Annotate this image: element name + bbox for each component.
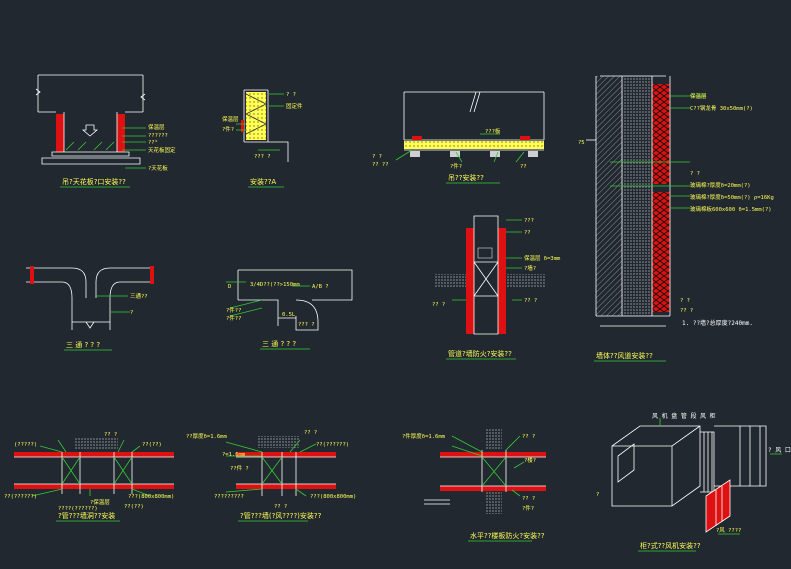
label-t1-a: 三通?? <box>130 292 148 300</box>
label-v-4: ?? ? <box>522 496 535 502</box>
label-v-2: ?? ? <box>522 434 535 440</box>
label-p2-4: ??(??????) <box>316 442 349 448</box>
label-t2-f: 0.5L <box>282 312 296 318</box>
label-t2-e: ?件?? <box>226 314 241 322</box>
label-f-1: ??? <box>524 218 534 224</box>
label-c1-c: ??° <box>148 140 158 146</box>
label-a-5: ??? ? <box>254 154 271 160</box>
label-p1-8: ??(??) <box>124 504 144 510</box>
label-fb-2: ? 风 口 <box>768 447 791 454</box>
title-wall-pass-1: ?管???墙洞??安装 <box>58 511 115 520</box>
label-h-2: ? ? <box>372 154 382 160</box>
label-a-4: ?件? <box>222 125 234 133</box>
label-p1-3: ??(??) <box>142 442 162 448</box>
label-c1-insulation: 保温层 <box>148 123 165 131</box>
detail-tee-2: 3/4D??(??>150mm D A/B ? ?件?? ?件?? 0.5L ?… <box>226 269 353 350</box>
detail-wall-pass-1: (?????) ?? ? ??(??) ?保温层 ??(??????) ???(… <box>4 432 174 522</box>
title-fire-wall: 管道?墙防火?安装?? <box>448 349 512 358</box>
label-p2-8: ?? ? <box>274 504 287 510</box>
title-tee-2: 三 通 ? ? ? <box>262 339 296 348</box>
detail-fire-wall: ??? ?? 保温层 δ=3mm ?墙? ?? ? ?? ? 管道?墙防火?安装… <box>432 215 561 360</box>
label-h-3: ?? ?? <box>372 162 389 168</box>
label-a-3: 保温层 <box>222 115 239 123</box>
label-w-1: 保温层 <box>690 92 707 100</box>
label-w-4: 玻璃棉?厚度δ=20mm(?) <box>690 181 751 189</box>
label-fb-3: ? <box>596 492 599 498</box>
title-wall-pass-2: ?管???墙(?风????)安装?? <box>240 511 322 520</box>
label-w-5: 玻璃棉?厚度δ=50mm(?) ρ=16Kg <box>690 193 774 201</box>
detail-a: ? ? 固定件 保温层 ?件? ??? ? 安装??A <box>222 89 303 188</box>
label-f-2: ?? <box>524 230 531 236</box>
label-c1-b: ?????? <box>148 133 168 139</box>
label-p1-6: ???(800x800mm) <box>128 494 174 500</box>
title-floor-pass: 水平??楼板防火?安装?? <box>470 531 545 540</box>
label-w-2: C??钢龙骨 30x50mm(?) <box>690 104 753 112</box>
label-h-5: ?? <box>520 164 527 170</box>
label-w-dim: ?5 <box>578 140 585 146</box>
title-tee-1: 三 通 ? ? ? <box>66 340 100 349</box>
label-h-4: ?件? <box>450 162 462 170</box>
label-v-3: ?楼? <box>524 456 536 464</box>
label-p2-3: ?? ? <box>304 430 317 436</box>
label-a-1: ? ? <box>286 92 296 98</box>
detail-hanger: ???板 ? ? ?? ?? ?件? ?? 吊??安装?? <box>372 91 545 184</box>
detail-fan-box: 风 机 盘 管 段 风 柜 ? 风 口 ? ?风 ???? 柜?式??风机安装?… <box>596 412 791 552</box>
label-t2-c: A/B ? <box>312 284 329 290</box>
label-fb-4: ?风 ???? <box>716 527 741 534</box>
label-t2-d: ?件?? <box>226 306 241 314</box>
label-f-6: ?? ? <box>432 302 445 308</box>
label-t1-b: ? <box>130 310 133 316</box>
detail-wall-duct: 保温层 C??钢龙骨 30x50mm(?) ? ? 玻璃棉?厚度δ=20mm(?… <box>578 75 774 362</box>
title-detail-a: 安装??A <box>250 177 276 186</box>
label-a-2: 固定件 <box>286 102 303 110</box>
label-f-5: ?? ? <box>524 298 537 304</box>
title-hanger: 吊??安装?? <box>448 173 484 182</box>
title-wall-duct: 墙体??风道安装?? <box>596 351 653 360</box>
label-p1-2: ?? ? <box>104 432 117 438</box>
detail-wall-pass-2: ??厚度δ=1.6mm ?=1.6mm ?? ? ??(??????) ??件 … <box>186 430 356 522</box>
label-fb-1: 风 机 盘 管 段 风 柜 <box>652 412 716 420</box>
detail-tee-1: 三通?? ? 三 通 ? ? ? <box>26 266 154 351</box>
label-t2-a: 3/4D??(??>150mm <box>250 282 300 288</box>
label-w-3: ? ? <box>690 171 700 177</box>
label-c1-ceiling-fix: 天花板固定 <box>148 146 176 154</box>
label-w-note: 1. ??墙?总厚度?240mm. <box>682 319 753 327</box>
label-p1-7: ????(??????) <box>58 506 98 512</box>
title-fan-box: 柜?式??风机安装?? <box>640 541 701 550</box>
label-t2-b: D <box>228 284 231 290</box>
label-f-3: 保温层 δ=3mm <box>524 254 561 262</box>
label-v-5: ?件? <box>522 504 534 512</box>
label-p2-1: ??厚度δ=1.6mm <box>186 432 227 440</box>
label-f-4: ?墙? <box>524 264 536 272</box>
label-c1-ceiling: ?天花板 <box>148 164 168 172</box>
label-p2-6: ????????? <box>214 494 244 500</box>
label-p2-2: ?=1.6mm <box>222 452 246 458</box>
label-p2-7: ???(800x800mm) <box>310 494 356 500</box>
title-ceiling-outlet: 吊?天花板?口安装?? <box>62 177 126 186</box>
detail-ceiling-outlet: 保温层 ?????? ??° 天花板固定 ?天花板 吊?天花板?口安装?? <box>35 74 176 188</box>
label-t2-g: ??? ? <box>298 322 315 328</box>
label-p1-4: ?保温层 <box>90 498 110 506</box>
label-h-1: ???板 <box>485 127 501 135</box>
label-p1-1: (?????) <box>14 442 37 448</box>
label-w-6: 玻璃棉板600x600 δ=1.5mm(?) <box>690 205 772 213</box>
label-p1-5: ??(??????) <box>4 494 37 500</box>
label-w-7: ? ? <box>680 298 690 304</box>
detail-floor-pass: ?件厚度δ=1.6mm ?? ? ?楼? ?? ? ?件? 水平??楼板防火?安… <box>402 428 546 542</box>
label-p2-5: ??件 ? <box>230 464 249 472</box>
label-v-1: ?件厚度δ=1.6mm <box>402 432 446 440</box>
label-w-8: ?? ? <box>680 308 693 314</box>
